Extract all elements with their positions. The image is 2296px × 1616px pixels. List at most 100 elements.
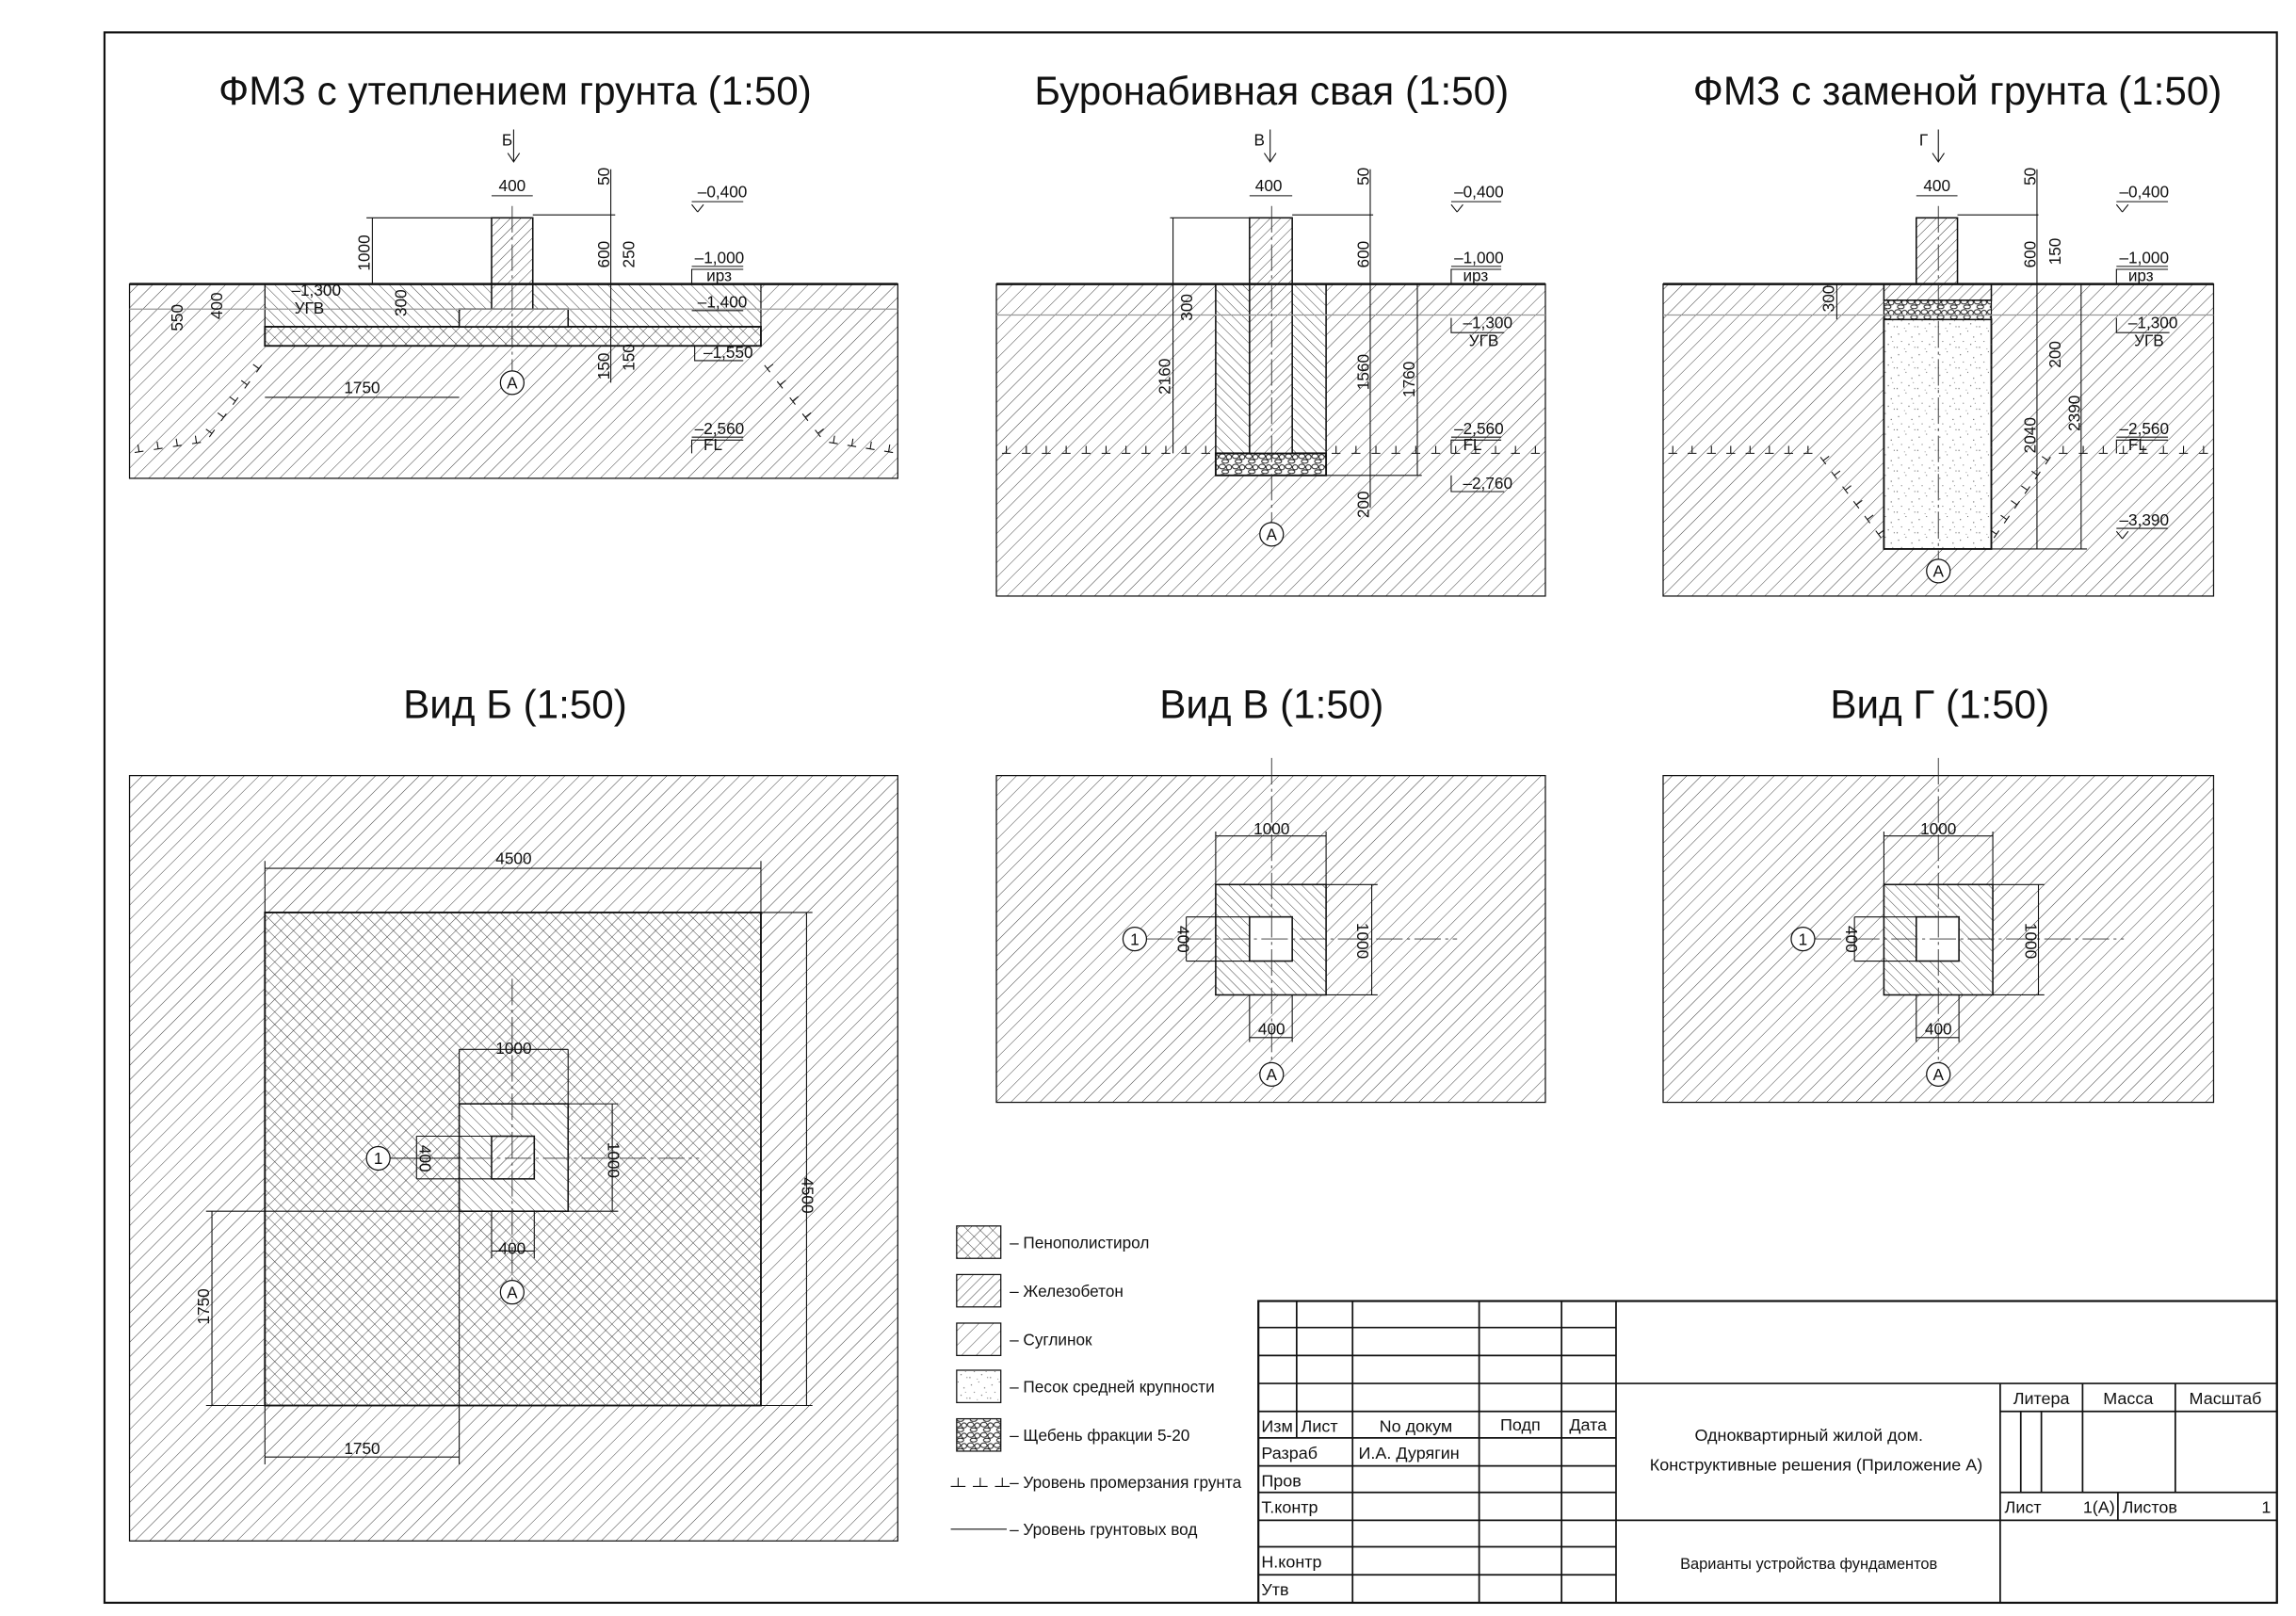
level-mark: –2,560: [1454, 419, 1504, 438]
dimension-lines: [1853, 832, 2045, 1042]
view-mark: Г: [1919, 131, 1928, 150]
frost-tick-icon: [1706, 445, 1716, 454]
frost-tick-icon: [1864, 514, 1874, 524]
frost-tick-icon: [1451, 445, 1461, 454]
dim-label: 550: [168, 304, 186, 331]
dim-label: 400: [499, 1239, 526, 1258]
level-mark: –1,550: [703, 343, 753, 362]
scale-label: Масштаб: [2190, 1389, 2262, 1408]
level-mark: –1,300: [291, 281, 341, 299]
frost-tick-icon: [154, 441, 163, 450]
developer-name: И.А. Дурягин: [1358, 1444, 1459, 1462]
sheet-frame: [103, 31, 2278, 1605]
dim-label: 1750: [344, 1439, 380, 1458]
plan-view-b: Вид Б (1:50) 4500 4500 1000 1000 400 400…: [128, 683, 898, 1542]
level-tag: FL: [703, 435, 722, 454]
footing-slab: [1884, 283, 1992, 300]
dim-label: 600: [2020, 241, 2039, 268]
frost-tick-icon: [2011, 500, 2020, 509]
frost-tick-icon: [1001, 445, 1011, 454]
header-izm: Изм: [1261, 1417, 1293, 1436]
dimension-lines: [1186, 832, 1378, 1042]
frost-tick-icon: [1471, 445, 1480, 454]
axis-label: 1: [1130, 929, 1140, 948]
dimension-lines: [205, 861, 813, 1465]
axis-marker: [1926, 558, 1951, 584]
axis-marker: [1259, 522, 1285, 547]
frost-tick-icon: [2178, 445, 2189, 454]
frost-tick-icon: [2118, 445, 2128, 454]
frost-tick-icon: [2098, 445, 2109, 454]
frost-tick-icon: [1181, 445, 1190, 454]
litera-label: Литера: [2013, 1389, 2070, 1408]
dim-label: 300: [1177, 294, 1196, 321]
frost-tick-icon: [2059, 445, 2068, 454]
axis-label: 1: [374, 1149, 383, 1168]
dim-label: 400: [207, 292, 226, 319]
frost-tick-icon: [1022, 445, 1031, 454]
level-tag: FL: [1463, 435, 1481, 454]
sheets-value: 1: [2261, 1498, 2271, 1517]
plan-view-g: Вид Г (1:50) 1000 1000 400 400 1 А: [1662, 683, 2215, 1104]
level-mark: –0,400: [1454, 182, 1504, 201]
frost-tick-icon: [1842, 485, 1851, 494]
plan-view-v: Вид В (1:50) 1000 1000 400 400 1 А: [995, 683, 1546, 1104]
frost-tick-icon: [1411, 445, 1421, 454]
legend-label: – Пенополистирол: [1010, 1233, 1149, 1252]
axis-label: А: [1267, 525, 1278, 544]
dim-label: 1000: [354, 234, 373, 270]
dim-label: 4500: [799, 1177, 817, 1213]
legend-swatch-sand: [956, 1369, 1002, 1404]
frost-tick-icon: [801, 412, 812, 422]
dim-label: 400: [1925, 1020, 1952, 1039]
dim-label: 400: [415, 1145, 434, 1172]
frost-tick-icon: [1875, 529, 1885, 539]
frost-line: [1001, 445, 1541, 454]
level-mark: –1,300: [2128, 314, 2178, 332]
axis-label: 1: [1799, 929, 1808, 948]
dim-label: 150: [2045, 238, 2064, 266]
frost-tick-icon: [2078, 445, 2088, 454]
legend-swatch-concrete: [956, 1273, 1002, 1308]
dim-label: 300: [391, 289, 410, 316]
dim-label: 400: [499, 176, 526, 195]
frost-tick-icon: [1726, 445, 1736, 454]
dim-label: 50: [2020, 168, 2039, 186]
role-checker: Пров: [1261, 1471, 1301, 1490]
axis-label: А: [1933, 1065, 1945, 1084]
frost-line: [134, 364, 894, 454]
legend-label: – Щебень фракции 5-20: [1010, 1426, 1189, 1445]
frost-tick-icon: [2000, 514, 2011, 524]
section-title: Буронабивная свая (1:50): [1034, 69, 1509, 113]
sheet-label: Лист: [2005, 1498, 2042, 1517]
section-title: ФМЗ с утеплением грунта (1:50): [218, 69, 812, 113]
dim-label: 50: [1353, 168, 1372, 186]
frost-tick-icon: [829, 435, 838, 444]
dim-label: 2390: [2064, 396, 2083, 431]
legend-swatch-eps: [956, 1225, 1002, 1259]
frost-tick-icon: [2159, 445, 2168, 454]
dim-label: 2040: [2020, 417, 2039, 453]
dimension-lines: [1170, 169, 1422, 509]
role-approved: Утв: [1261, 1580, 1288, 1599]
frost-tick-icon: [1819, 456, 1830, 465]
dim-label: 150: [620, 344, 639, 371]
dim-label: 1750: [344, 378, 380, 396]
frost-tick-icon: [847, 438, 857, 447]
level-leaders: [1450, 201, 1505, 493]
dim-label: 400: [1923, 176, 1950, 195]
sheets-label: Листов: [2123, 1498, 2177, 1517]
level-mark: –3,390: [2119, 510, 2169, 529]
dim-label: 600: [1353, 241, 1372, 268]
frost-tick-icon: [1511, 445, 1520, 454]
header-date: Дата: [1569, 1415, 1607, 1434]
section-title: ФМЗ с заменой грунта (1:50): [1693, 69, 2223, 113]
frost-tick-icon: [789, 396, 800, 405]
level-mark: –1,300: [1463, 314, 1512, 332]
frost-tick-icon: [2199, 445, 2208, 454]
header-sign: Подп: [1500, 1415, 1541, 1434]
frost-tick-icon: [1431, 445, 1441, 454]
frost-tick-icon: [1391, 445, 1400, 454]
frost-tick-icon: [2041, 456, 2051, 465]
